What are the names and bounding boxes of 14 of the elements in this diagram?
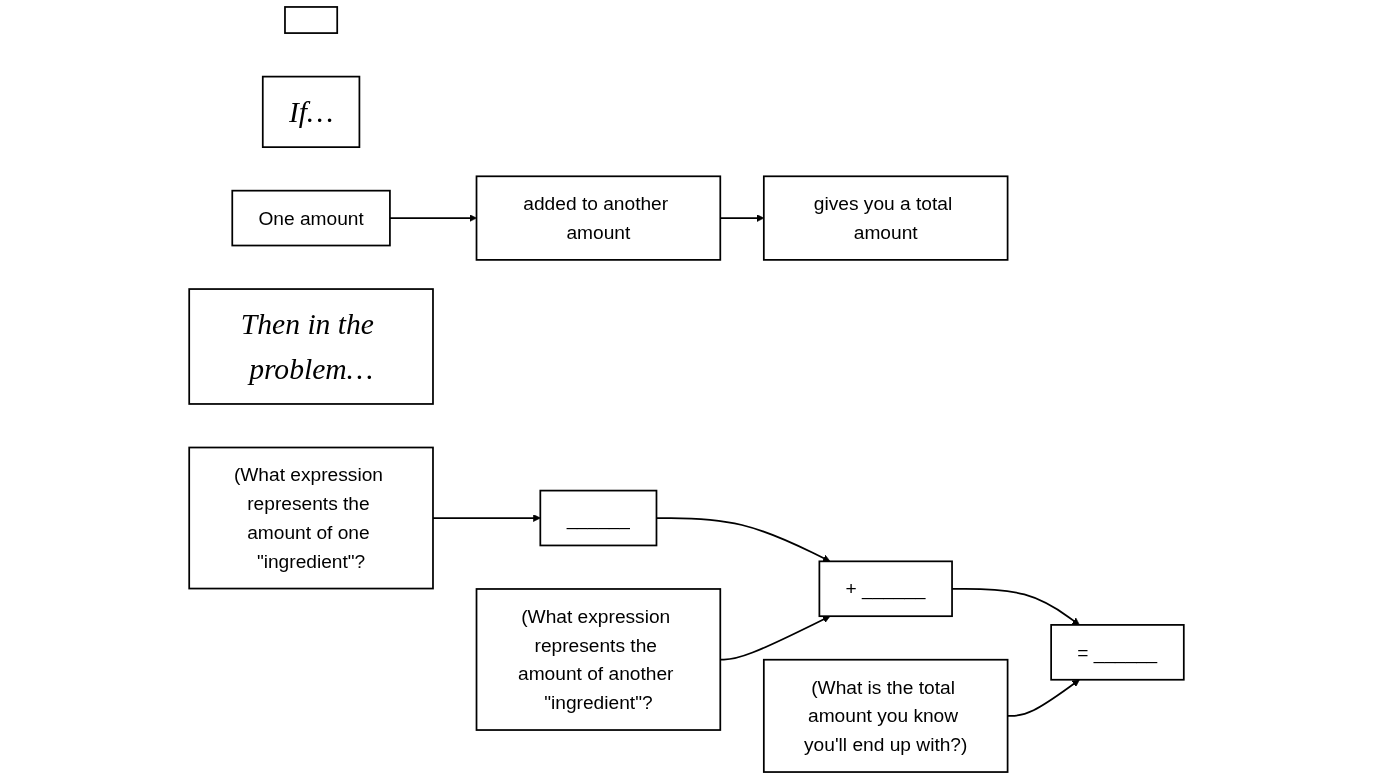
arrow — [432, 514, 541, 522]
node-box: If… — [261, 75, 361, 148]
node-box: gives you a total amount — [762, 175, 1009, 261]
node-box — [284, 6, 339, 34]
node-box: (What is the total amount you know you'll end up with?) — [762, 658, 1009, 773]
node-box: (What expression represents the amount of one "ingredient"? — [188, 446, 434, 590]
node-box: Then in the problem… — [188, 288, 434, 405]
node-box: (What expression represents the amount of another "ingredient"? — [475, 588, 722, 731]
node-box: + ______ — [818, 560, 953, 618]
node-box: One amount — [231, 189, 391, 247]
node-box: = ______ — [1050, 624, 1185, 681]
node-box: added to another amount — [475, 175, 722, 261]
node-box: ______ — [539, 489, 658, 547]
arrow — [389, 214, 477, 222]
